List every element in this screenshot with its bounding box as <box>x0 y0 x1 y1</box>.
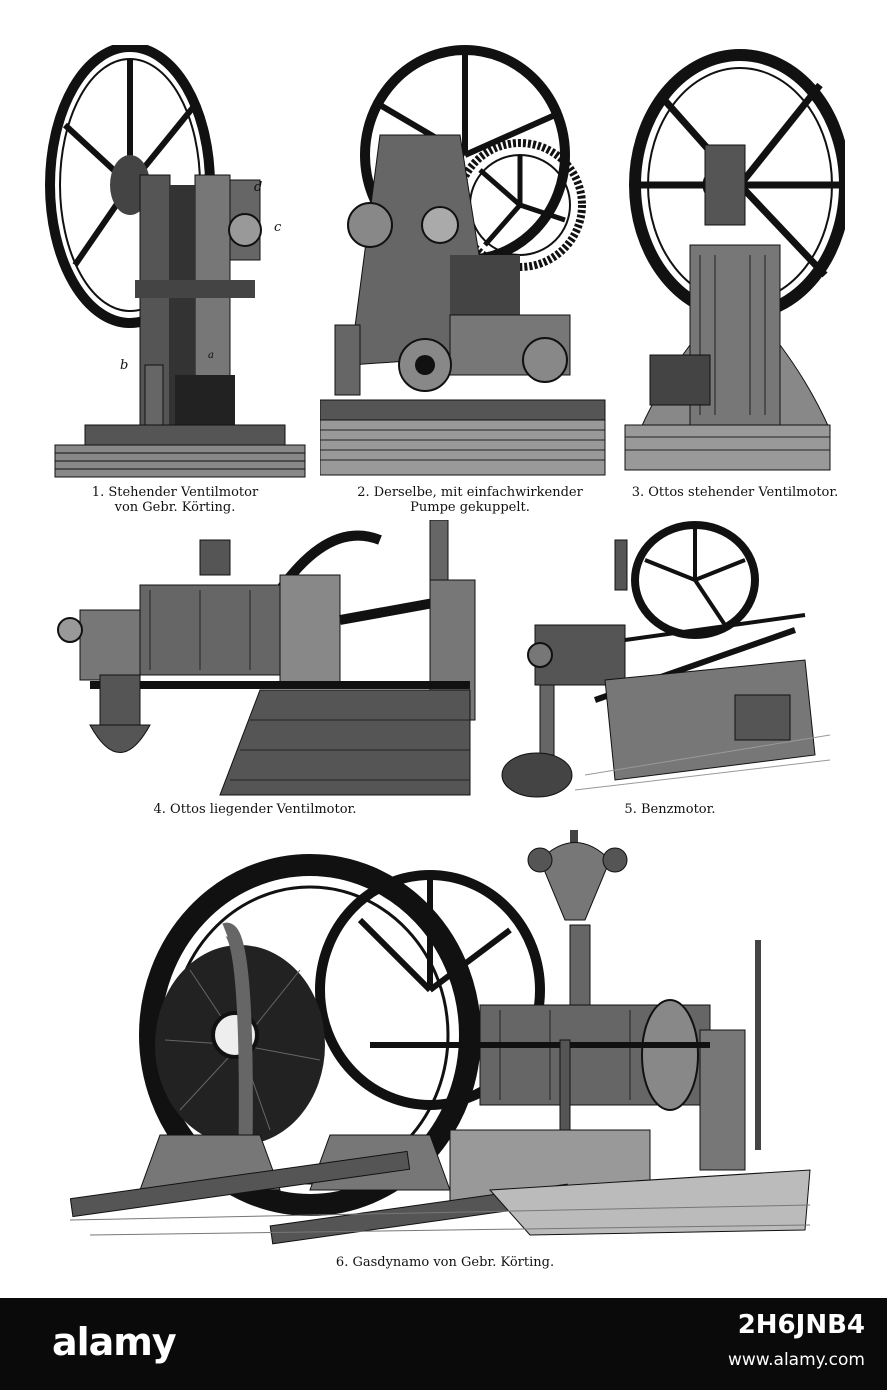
figure-3-otto-vertical-engine <box>620 45 845 475</box>
figure-2-engine-with-pump <box>320 45 610 480</box>
caption-figure-4: 4. Ottos liegender Ventilmotor. <box>153 802 357 817</box>
stock-image-id: 2H6JNB4 <box>737 1310 865 1340</box>
brand-logo: alamy <box>52 1320 177 1364</box>
site-url: www.alamy.com <box>727 1350 865 1370</box>
engraving-plate: d c b a 1. Stehender Ventilmotor von Geb… <box>45 45 845 1270</box>
figure-5-benz-engine <box>495 520 835 800</box>
caption-figure-2-line-2: Pumpe gekuppelt. <box>410 500 530 515</box>
part-letter-a: a <box>208 350 214 361</box>
caption-figure-1-line-1: 1. Stehender Ventilmotor <box>91 485 259 500</box>
part-letter-d: d <box>254 180 263 195</box>
caption-figure-2: 2. Derselbe, mit einfachwirkender Pumpe … <box>335 485 605 515</box>
caption-figure-1-line-2: von Gebr. Körting. <box>114 500 236 515</box>
part-letter-c: c <box>274 220 282 235</box>
caption-figure-6: 6. Gasdynamo von Gebr. Körting. <box>335 1255 555 1270</box>
figure-4-otto-horizontal-engine <box>50 520 480 800</box>
part-letter-b: b <box>120 358 129 373</box>
figure-6-gas-dynamo <box>70 830 815 1255</box>
caption-figure-2-line-1: 2. Derselbe, mit einfachwirkender <box>357 485 583 500</box>
caption-figure-1: 1. Stehender Ventilmotor von Gebr. Körti… <box>60 485 290 515</box>
caption-figure-3: 3. Ottos stehender Ventilmotor. <box>631 485 839 500</box>
watermark-banner: alamy 2H6JNB4 www.alamy.com <box>0 1298 887 1390</box>
figure-1-vertical-valve-engine <box>45 45 310 485</box>
caption-figure-5: 5. Benzmotor. <box>624 802 716 817</box>
